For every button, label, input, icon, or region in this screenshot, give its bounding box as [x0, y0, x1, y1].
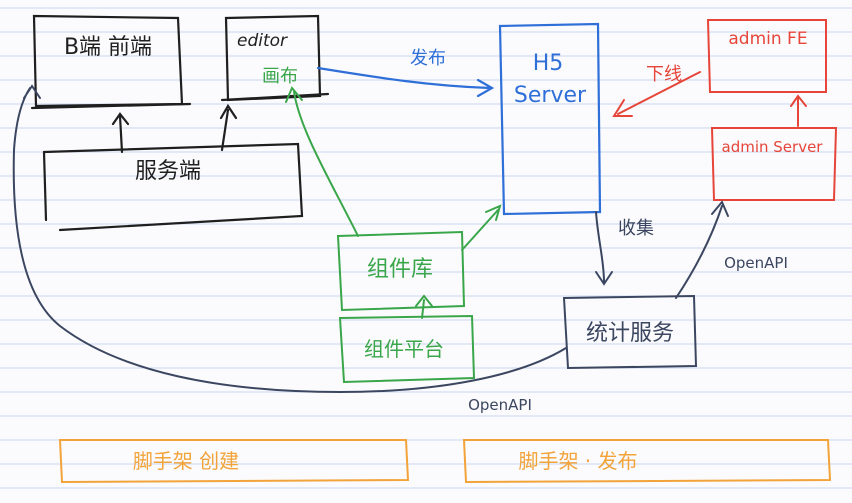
service-label: 服务端 — [135, 159, 201, 184]
stats-service-box — [562, 294, 698, 370]
arrow-collect — [595, 211, 613, 286]
admin-fe-label: admin FE — [728, 29, 807, 49]
service-box-left — [42, 150, 48, 222]
green-ink-group — [285, 86, 502, 384]
stats-service-label: 统计服务 — [586, 321, 674, 346]
component-platform-label: 组件平台 — [364, 337, 444, 361]
editor-label: editor — [237, 31, 288, 51]
h5-server-box — [498, 22, 602, 216]
server-label: Server — [514, 83, 587, 108]
openapi-right-label: OpenAPI — [724, 254, 788, 272]
publish-label: 发布 — [410, 48, 446, 69]
text-group: B端 前端 editor 画布 服务端 H5 Server 发布 组件库 组件平… — [64, 29, 823, 473]
orange-ink-group — [58, 439, 832, 484]
canvas-label: 画布 — [262, 66, 298, 87]
b-frontend-box — [32, 14, 184, 108]
h5-label: H5 — [533, 51, 564, 76]
component-platform-box — [338, 314, 476, 384]
ruled-lines — [0, 7, 852, 489]
admin-server-label: admin Server — [722, 138, 824, 156]
scaffold-publish-label: 脚手架 · 发布 — [518, 449, 637, 473]
arrow-lib-to-h5 — [461, 204, 502, 251]
admin-fe-box — [706, 19, 827, 93]
scaffold-publish-box — [462, 439, 832, 484]
arrow-publish — [316, 66, 495, 98]
scaffold-create-box — [58, 439, 410, 484]
arrow-service-to-editor — [219, 103, 238, 152]
arrow-service-to-b-frontend — [111, 112, 130, 154]
openapi-bottom-label: OpenAPI — [468, 396, 532, 414]
arrow-server-to-fe — [790, 94, 807, 127]
arrow-openapi-right — [675, 200, 729, 299]
arrow-offline — [612, 71, 701, 117]
component-lib-label: 组件库 — [367, 257, 433, 282]
long-feedback-curve — [12, 84, 567, 394]
b-frontend-label: B端 前端 — [64, 35, 152, 60]
scaffold-create-label: 脚手架 创建 — [133, 449, 239, 473]
arrow-lib-to-canvas — [285, 86, 359, 237]
admin-server-box — [710, 127, 838, 201]
collect-label: 收集 — [618, 218, 654, 239]
navy-ink-group — [12, 84, 729, 394]
blue-ink-group — [316, 22, 602, 216]
top-baseline — [30, 92, 330, 110]
editor-box — [224, 14, 322, 102]
red-ink-group — [612, 19, 838, 201]
component-lib-box — [336, 230, 466, 312]
service-box — [42, 142, 304, 232]
arrow-platform-to-lib — [415, 294, 433, 319]
offline-label: 下线 — [646, 64, 682, 85]
black-ink-group — [30, 14, 330, 232]
